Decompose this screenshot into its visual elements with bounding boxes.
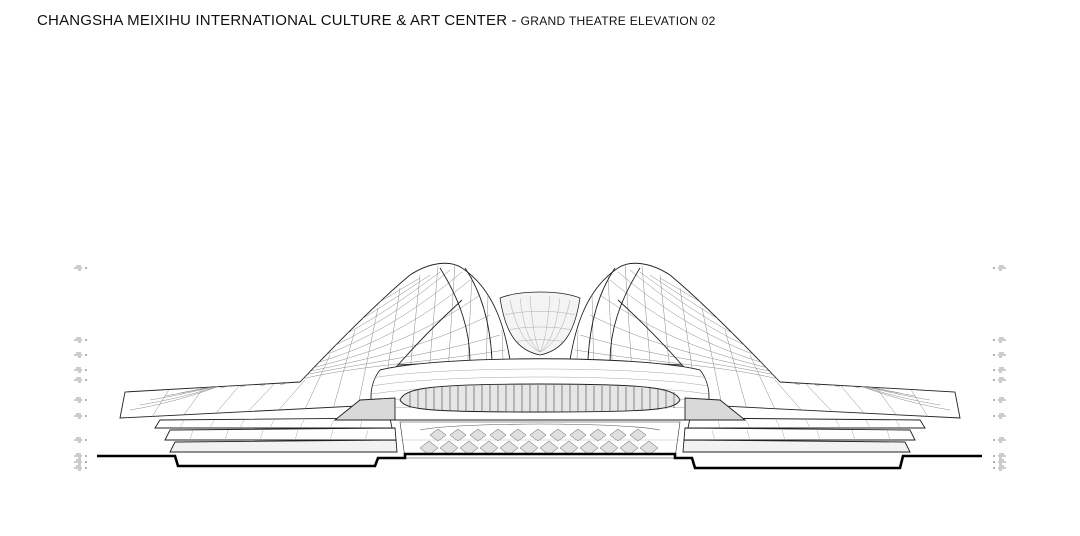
- central-body: [370, 358, 710, 421]
- level-marker: [74, 367, 87, 373]
- level-marker: [993, 367, 1006, 373]
- level-marker: [74, 377, 87, 383]
- central-dome: [499, 291, 581, 356]
- drawing-title: CHANGSHA MEIXIHU INTERNATIONAL CULTURE &…: [37, 12, 716, 30]
- level-marker: [993, 413, 1006, 419]
- level-marker: [993, 337, 1006, 343]
- level-marker: [74, 397, 87, 403]
- drawing-title-main: CHANGSHA MEIXIHU INTERNATIONAL CULTURE &…: [37, 12, 508, 29]
- level-marker: [74, 352, 87, 358]
- left-terraces: [154, 397, 398, 453]
- glazing-mullions: [409, 385, 675, 412]
- level-marker: [993, 459, 1006, 465]
- level-marker: [74, 337, 87, 343]
- right-level-markers: [993, 265, 1006, 471]
- level-marker: [74, 413, 87, 419]
- level-marker: [74, 437, 87, 443]
- level-marker: [993, 265, 1006, 271]
- central-lattice: [399, 421, 681, 459]
- level-marker: [74, 465, 87, 471]
- drawing-title-separator: -: [507, 12, 521, 29]
- level-marker: [993, 465, 1006, 471]
- drawing-title-sub: GRAND THEATRE ELEVATION 02: [520, 14, 716, 28]
- level-marker: [993, 377, 1006, 383]
- ground-line: [97, 452, 982, 470]
- level-marker: [74, 453, 87, 459]
- left-level-markers: [74, 265, 87, 471]
- level-marker: [993, 437, 1006, 443]
- right-terraces: [682, 397, 926, 453]
- level-marker: [993, 352, 1006, 358]
- level-marker: [74, 265, 87, 271]
- level-marker: [993, 397, 1006, 403]
- level-marker: [993, 453, 1006, 459]
- level-marker: [74, 459, 87, 465]
